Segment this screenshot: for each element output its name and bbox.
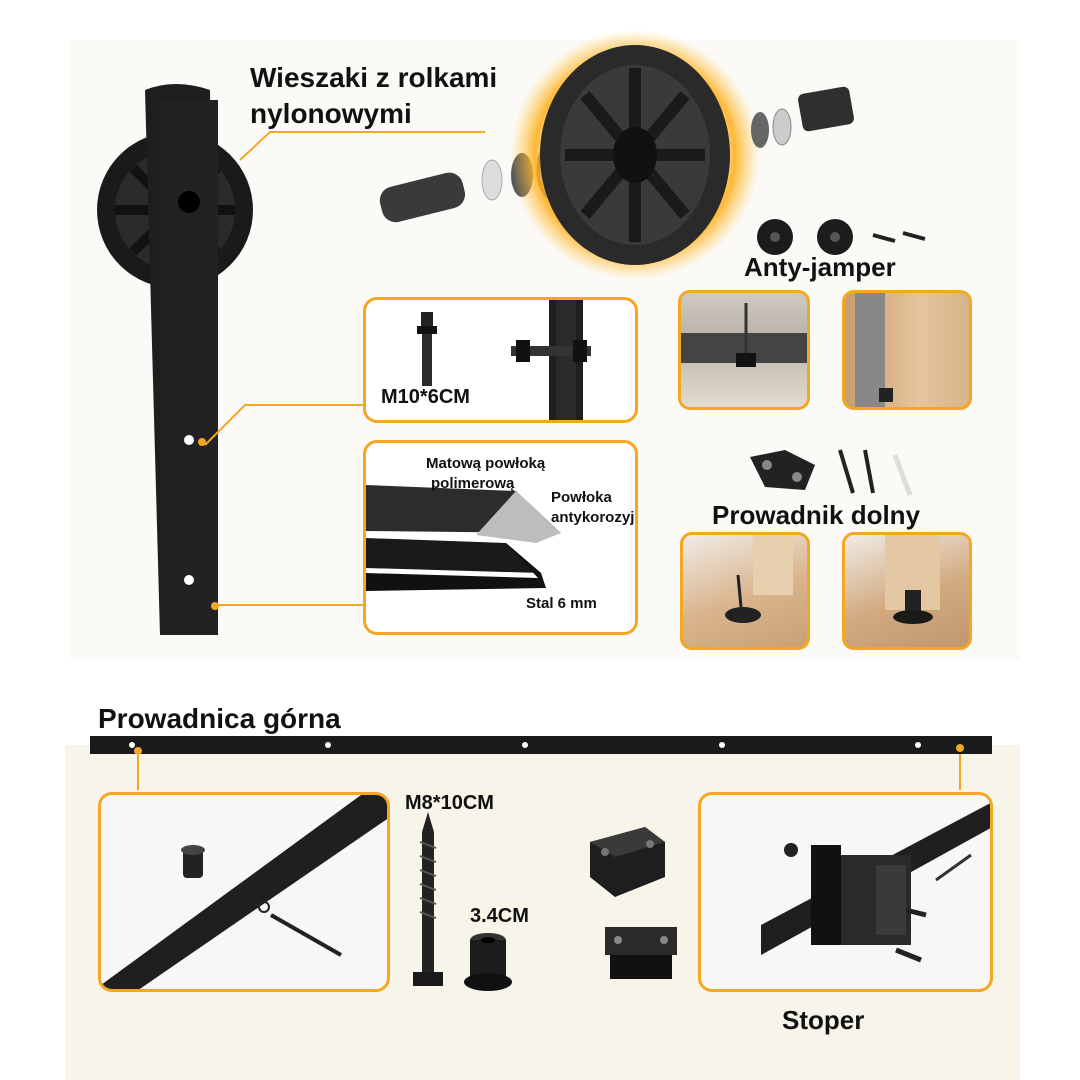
spacer-image bbox=[464, 933, 512, 991]
anti-jumper-photo-1 bbox=[678, 290, 810, 410]
coating-detail-box: Matową powłoką polimerową Powłoka antyko… bbox=[363, 440, 638, 635]
bottom-guide-parts bbox=[750, 449, 913, 496]
exploded-wheel-image bbox=[379, 30, 854, 280]
coating-matte-line2: polimerową bbox=[431, 475, 515, 492]
coating-anti-line2: antykorozyjna bbox=[551, 509, 635, 526]
hanger-strap-image bbox=[97, 84, 253, 635]
top-rail-title: Prowadnica górna bbox=[98, 703, 341, 734]
coating-anti-line1: Powłoka bbox=[551, 489, 612, 506]
rail-mount-box bbox=[98, 792, 390, 992]
bolt-detail-box: M10*6CM bbox=[363, 297, 638, 423]
lag-screw-image bbox=[413, 812, 443, 986]
bottom-guide-title: Prowadnik dolny bbox=[712, 500, 921, 530]
stopper-label: Stoper bbox=[782, 1005, 865, 1035]
steel-label: Stal 6 mm bbox=[526, 595, 597, 612]
screw-size-label: M8*10CM bbox=[405, 792, 494, 814]
anti-jumper-parts bbox=[757, 219, 926, 255]
bottom-guide-photo-1 bbox=[680, 532, 810, 650]
spacer-size-label: 3.4CM bbox=[470, 905, 529, 927]
bolt-size-label: M10*6CM bbox=[381, 386, 470, 408]
bottom-guide-photo-2 bbox=[842, 532, 972, 650]
top-rail-bar bbox=[90, 736, 992, 754]
hangers-title-line1: Wieszaki z rolkami bbox=[250, 62, 498, 93]
anti-jumper-photo-2 bbox=[842, 290, 972, 410]
stopper-part-top bbox=[590, 827, 665, 897]
stopper-part-bottom bbox=[605, 927, 677, 979]
stopper-detail-box bbox=[698, 792, 993, 992]
hangers-title-line2: nylonowymi bbox=[250, 98, 412, 129]
coating-matte-line1: Matową powłoką bbox=[426, 455, 546, 472]
anti-jumper-title: Anty-jamper bbox=[744, 252, 896, 282]
